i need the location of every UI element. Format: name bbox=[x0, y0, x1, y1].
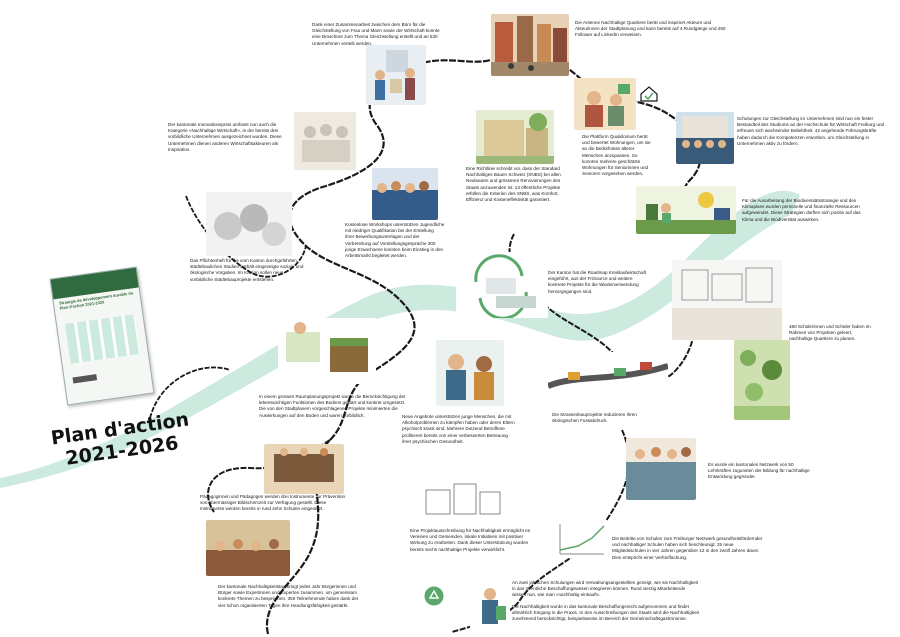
booklet-logo bbox=[72, 374, 98, 384]
text-equality-training: Schulungen zur Gleichstellung im Unterne… bbox=[737, 116, 885, 146]
senior-housing-illustration bbox=[574, 78, 636, 130]
recycle-icon bbox=[424, 586, 444, 606]
gender-equality-brochure-illustration bbox=[366, 45, 426, 105]
biodiversity-illustration bbox=[636, 186, 736, 234]
booklet-icon-grid bbox=[64, 314, 140, 364]
text-teacher-network: Es wurde ein kantonales Netzwerk von 50 … bbox=[708, 462, 810, 480]
text-health-schools-network: Die Beitritte von Schulen zum Freiburger… bbox=[612, 536, 763, 560]
sustainable-building-illustration bbox=[476, 110, 554, 164]
neighbourhood-illustration bbox=[491, 14, 569, 76]
text-screen-time-tools: Pädagoginnen und Pädagogen werden drei I… bbox=[200, 494, 346, 512]
text-biodiversity-strategy: Für die Ausarbeitung der Biodiversitätss… bbox=[742, 198, 861, 222]
text-circular-economy-roadmap: Der Kanton hat die Roadmap Kreislaufwirt… bbox=[548, 270, 647, 294]
text-youth-workshops: Kostenlose Workshops unterstützen Jugend… bbox=[345, 222, 445, 259]
sustainability-day-illustration bbox=[206, 520, 290, 576]
text-sustainability-day: Der kantonale Nachhaltigkeitstag bringt … bbox=[218, 584, 359, 608]
urban-garden-illustration bbox=[734, 340, 790, 420]
community-projects-illustration bbox=[420, 470, 506, 526]
innovation-prize-illustration bbox=[294, 112, 356, 170]
text-qualidomum: Die Plattform Qualidomum berät und bewer… bbox=[582, 134, 651, 177]
mental-health-illustration bbox=[436, 340, 504, 406]
screen-time-illustration bbox=[264, 444, 344, 494]
text-road-projects: Die Strassenbauprojekte reduzieren ihren… bbox=[552, 412, 637, 424]
winding-path bbox=[265, 49, 725, 635]
circular-economy-illustration bbox=[456, 252, 548, 318]
green-ribbon bbox=[0, 190, 800, 488]
road-construction-illustration bbox=[548, 352, 668, 396]
soil-planning-illustration bbox=[278, 318, 376, 384]
text-sustainable-neighbourhoods-antenna: Die Antenne Nachhaltige Quartiere berät … bbox=[575, 20, 726, 38]
text-soil-functions: In einem grossen Raumplanungsprojekt wur… bbox=[259, 394, 406, 418]
youth-workshop-illustration bbox=[372, 168, 438, 220]
text-procurement-law: Die Nachhaltigkeit wurde in das kantonal… bbox=[512, 604, 699, 622]
text-students-neighbourhoods: 480 Schülerinnen und Schüler haben im Ra… bbox=[789, 324, 871, 342]
house-icon bbox=[640, 86, 658, 102]
action-plan-booklet: Strategie de développement durable du Pl… bbox=[49, 266, 155, 406]
text-innovation-prize: Der kantonale Innovationspreis umfasst n… bbox=[168, 122, 282, 152]
text-urban-studies-specification: Das Pflichtenheft für die vom Kanton dur… bbox=[190, 258, 304, 282]
text-sustainability-call: Eine Projektausschreibung für Nachhaltig… bbox=[410, 528, 531, 552]
coins-illustration bbox=[206, 192, 292, 256]
text-gender-equality-brochure: Dank einer Zusammenarbeit zwischen dem B… bbox=[312, 22, 440, 46]
procurement-training-illustration bbox=[470, 582, 510, 632]
school-network-chart-illustration bbox=[556, 520, 608, 558]
students-planning-illustration bbox=[672, 260, 782, 340]
text-snbs-directive: Eine Richtlinie schreibt vor, dass der S… bbox=[466, 166, 561, 203]
text-procurement-training: An zwei jährlichen Schulungen wird Verwa… bbox=[512, 580, 699, 598]
business-school-illustration bbox=[676, 112, 734, 164]
teacher-network-illustration bbox=[626, 438, 696, 500]
text-mental-health: Neue Angebote unterstützen junge Mensche… bbox=[402, 414, 515, 444]
winding-path-west bbox=[149, 195, 307, 419]
